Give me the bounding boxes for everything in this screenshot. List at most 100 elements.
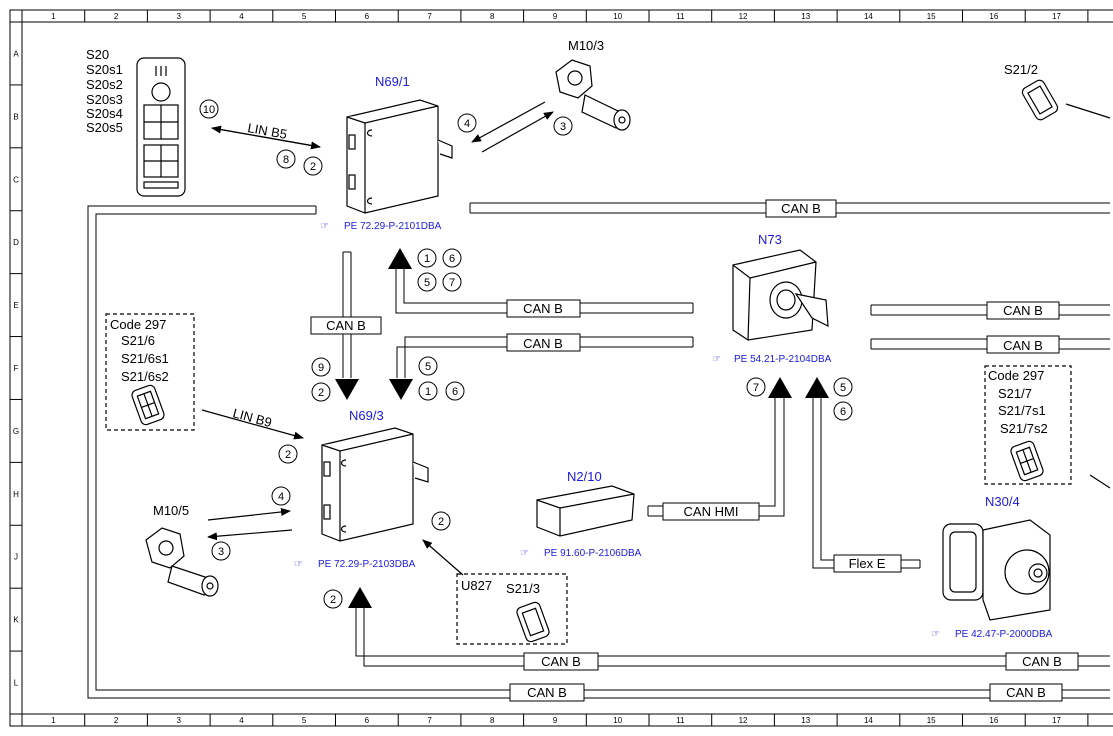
lin-b5-label: LIN B5 — [246, 120, 288, 142]
svg-text:S20: S20 — [86, 47, 109, 62]
svg-text:S21/7s1: S21/7s1 — [998, 403, 1046, 418]
svg-text:9: 9 — [318, 362, 324, 374]
ref-n30-4[interactable]: ☞ PE 42.47-P-2000DBA — [931, 629, 1053, 640]
svg-text:2: 2 — [330, 594, 336, 606]
svg-text:Flex E: Flex E — [849, 556, 886, 571]
column-label: 4 — [239, 716, 244, 725]
column-label: 17 — [1052, 716, 1061, 725]
signal-circle: 2 — [323, 589, 343, 609]
svg-text:7: 7 — [753, 382, 759, 394]
arrow-up-n69-1 — [388, 248, 412, 269]
n69-3-control-unit — [321, 427, 429, 542]
svg-text:CAN B: CAN B — [541, 654, 581, 669]
column-label: 9 — [553, 12, 558, 21]
signal-circle: 3 — [553, 116, 573, 136]
hand-pointer-icon: ☞ — [320, 221, 329, 232]
sheet-frame — [9, 9, 1113, 727]
s20-switch-block — [136, 57, 186, 197]
m10-3-label: M10/3 — [568, 38, 604, 53]
svg-text:10: 10 — [203, 104, 215, 116]
svg-text:PE 72.29-P-2103DBA: PE 72.29-P-2103DBA — [318, 559, 416, 570]
option-boxes — [105, 313, 1072, 645]
bus-label-can-hmi: CAN HMI — [662, 502, 760, 521]
signal-circle: 4 — [457, 113, 477, 133]
hand-pointer-icon: ☞ — [931, 629, 940, 640]
signal-arrows — [201, 101, 1111, 576]
ref-n69-3[interactable]: ☞ PE 72.29-P-2103DBA — [294, 559, 416, 570]
u827-labels: U827 S21/3 — [461, 578, 540, 596]
code-297-box-right — [984, 365, 1072, 485]
n73-label: N73 — [758, 232, 782, 247]
row-label: L — [14, 679, 19, 688]
n30-4-esp-unit — [942, 519, 1051, 621]
n69-1-label: N69/1 — [375, 74, 410, 89]
s20-labels: S20 S20s1 S20s2 S20s3 S20s4 S20s5 — [86, 47, 123, 135]
svg-text:S21/6s1: S21/6s1 — [121, 351, 169, 366]
svg-text:CAN HMI: CAN HMI — [684, 504, 739, 519]
column-label: 15 — [927, 12, 936, 21]
svg-text:Code 297: Code 297 — [110, 317, 166, 332]
arrow-down-n69-3-b — [389, 379, 413, 400]
svg-text:3: 3 — [218, 546, 224, 558]
svg-text:CAN B: CAN B — [781, 201, 821, 216]
m10-5-motor — [145, 527, 219, 597]
bus-label-can-b-top: CAN B — [765, 199, 837, 218]
svg-text:S21/6s2: S21/6s2 — [121, 369, 169, 384]
signal-circle: 2 — [311, 382, 331, 402]
signal-circle: 8 — [276, 149, 296, 169]
svg-text:1: 1 — [425, 386, 431, 398]
column-label: 7 — [427, 716, 432, 725]
svg-text:PE 54.21-P-2104DBA: PE 54.21-P-2104DBA — [734, 354, 832, 365]
row-label: K — [13, 616, 19, 625]
bus-label-can-b-right-2: CAN B — [986, 335, 1060, 354]
row-label: F — [14, 364, 19, 373]
m10-3-motor — [555, 59, 631, 131]
svg-text:U827: U827 — [461, 578, 492, 593]
svg-text:Code 297: Code 297 — [988, 368, 1044, 383]
column-label: 3 — [177, 716, 182, 725]
column-label: 1 — [51, 12, 56, 21]
ref-n2-10[interactable]: ☞ PE 91.60-P-2106DBA — [520, 548, 642, 559]
column-label: 11 — [676, 716, 685, 725]
n2-10-control-unit — [536, 485, 635, 537]
s21-6-switch — [131, 384, 165, 426]
n69-1-control-unit — [346, 99, 453, 214]
signal-circle: 6 — [445, 381, 465, 401]
svg-text:S20s2: S20s2 — [86, 77, 123, 92]
svg-text:CAN B: CAN B — [1022, 654, 1062, 669]
ref-n69-1[interactable]: ☞ PE 72.29-P-2101DBA — [320, 221, 442, 232]
svg-text:4: 4 — [464, 118, 470, 130]
s21-7-switch — [1010, 440, 1044, 482]
signal-circle: 2 — [278, 444, 298, 464]
signal-circle: 9 — [311, 357, 331, 377]
svg-text:CAN B: CAN B — [1006, 685, 1046, 700]
u827-box — [456, 573, 568, 645]
column-label: 6 — [365, 12, 370, 21]
column-label: 14 — [864, 12, 873, 21]
bus-label-flex-e: Flex E — [833, 554, 902, 573]
column-label: 17 — [1052, 12, 1061, 21]
n69-3-label: N69/3 — [349, 408, 384, 423]
s21-2-switch — [1021, 79, 1059, 121]
signal-circle: 4 — [271, 486, 291, 506]
svg-text:CAN B: CAN B — [523, 336, 563, 351]
column-label: 8 — [490, 716, 495, 725]
bus-arrowheads — [335, 248, 829, 608]
svg-text:CAN B: CAN B — [1003, 338, 1043, 353]
column-label: 14 — [864, 716, 873, 725]
bus-label-can-b-bottom-3: CAN B — [509, 683, 585, 702]
n73-ignition-switch — [732, 249, 829, 341]
ref-n73[interactable]: ☞ PE 54.21-P-2104DBA — [712, 354, 832, 365]
svg-text:3: 3 — [560, 121, 566, 133]
svg-text:S21/7s2: S21/7s2 — [1000, 421, 1048, 436]
column-label: 11 — [676, 12, 685, 21]
column-label: 4 — [239, 12, 244, 21]
code-297-right-labels: Code 297 S21/7 S21/7s1 S21/7s2 — [988, 368, 1048, 436]
bus-label-can-b-upper: CAN B — [506, 299, 581, 318]
column-label: 7 — [427, 12, 432, 21]
svg-text:8: 8 — [283, 154, 289, 166]
svg-text:PE 72.29-P-2101DBA: PE 72.29-P-2101DBA — [344, 221, 442, 232]
signal-circle: 7 — [442, 272, 462, 292]
